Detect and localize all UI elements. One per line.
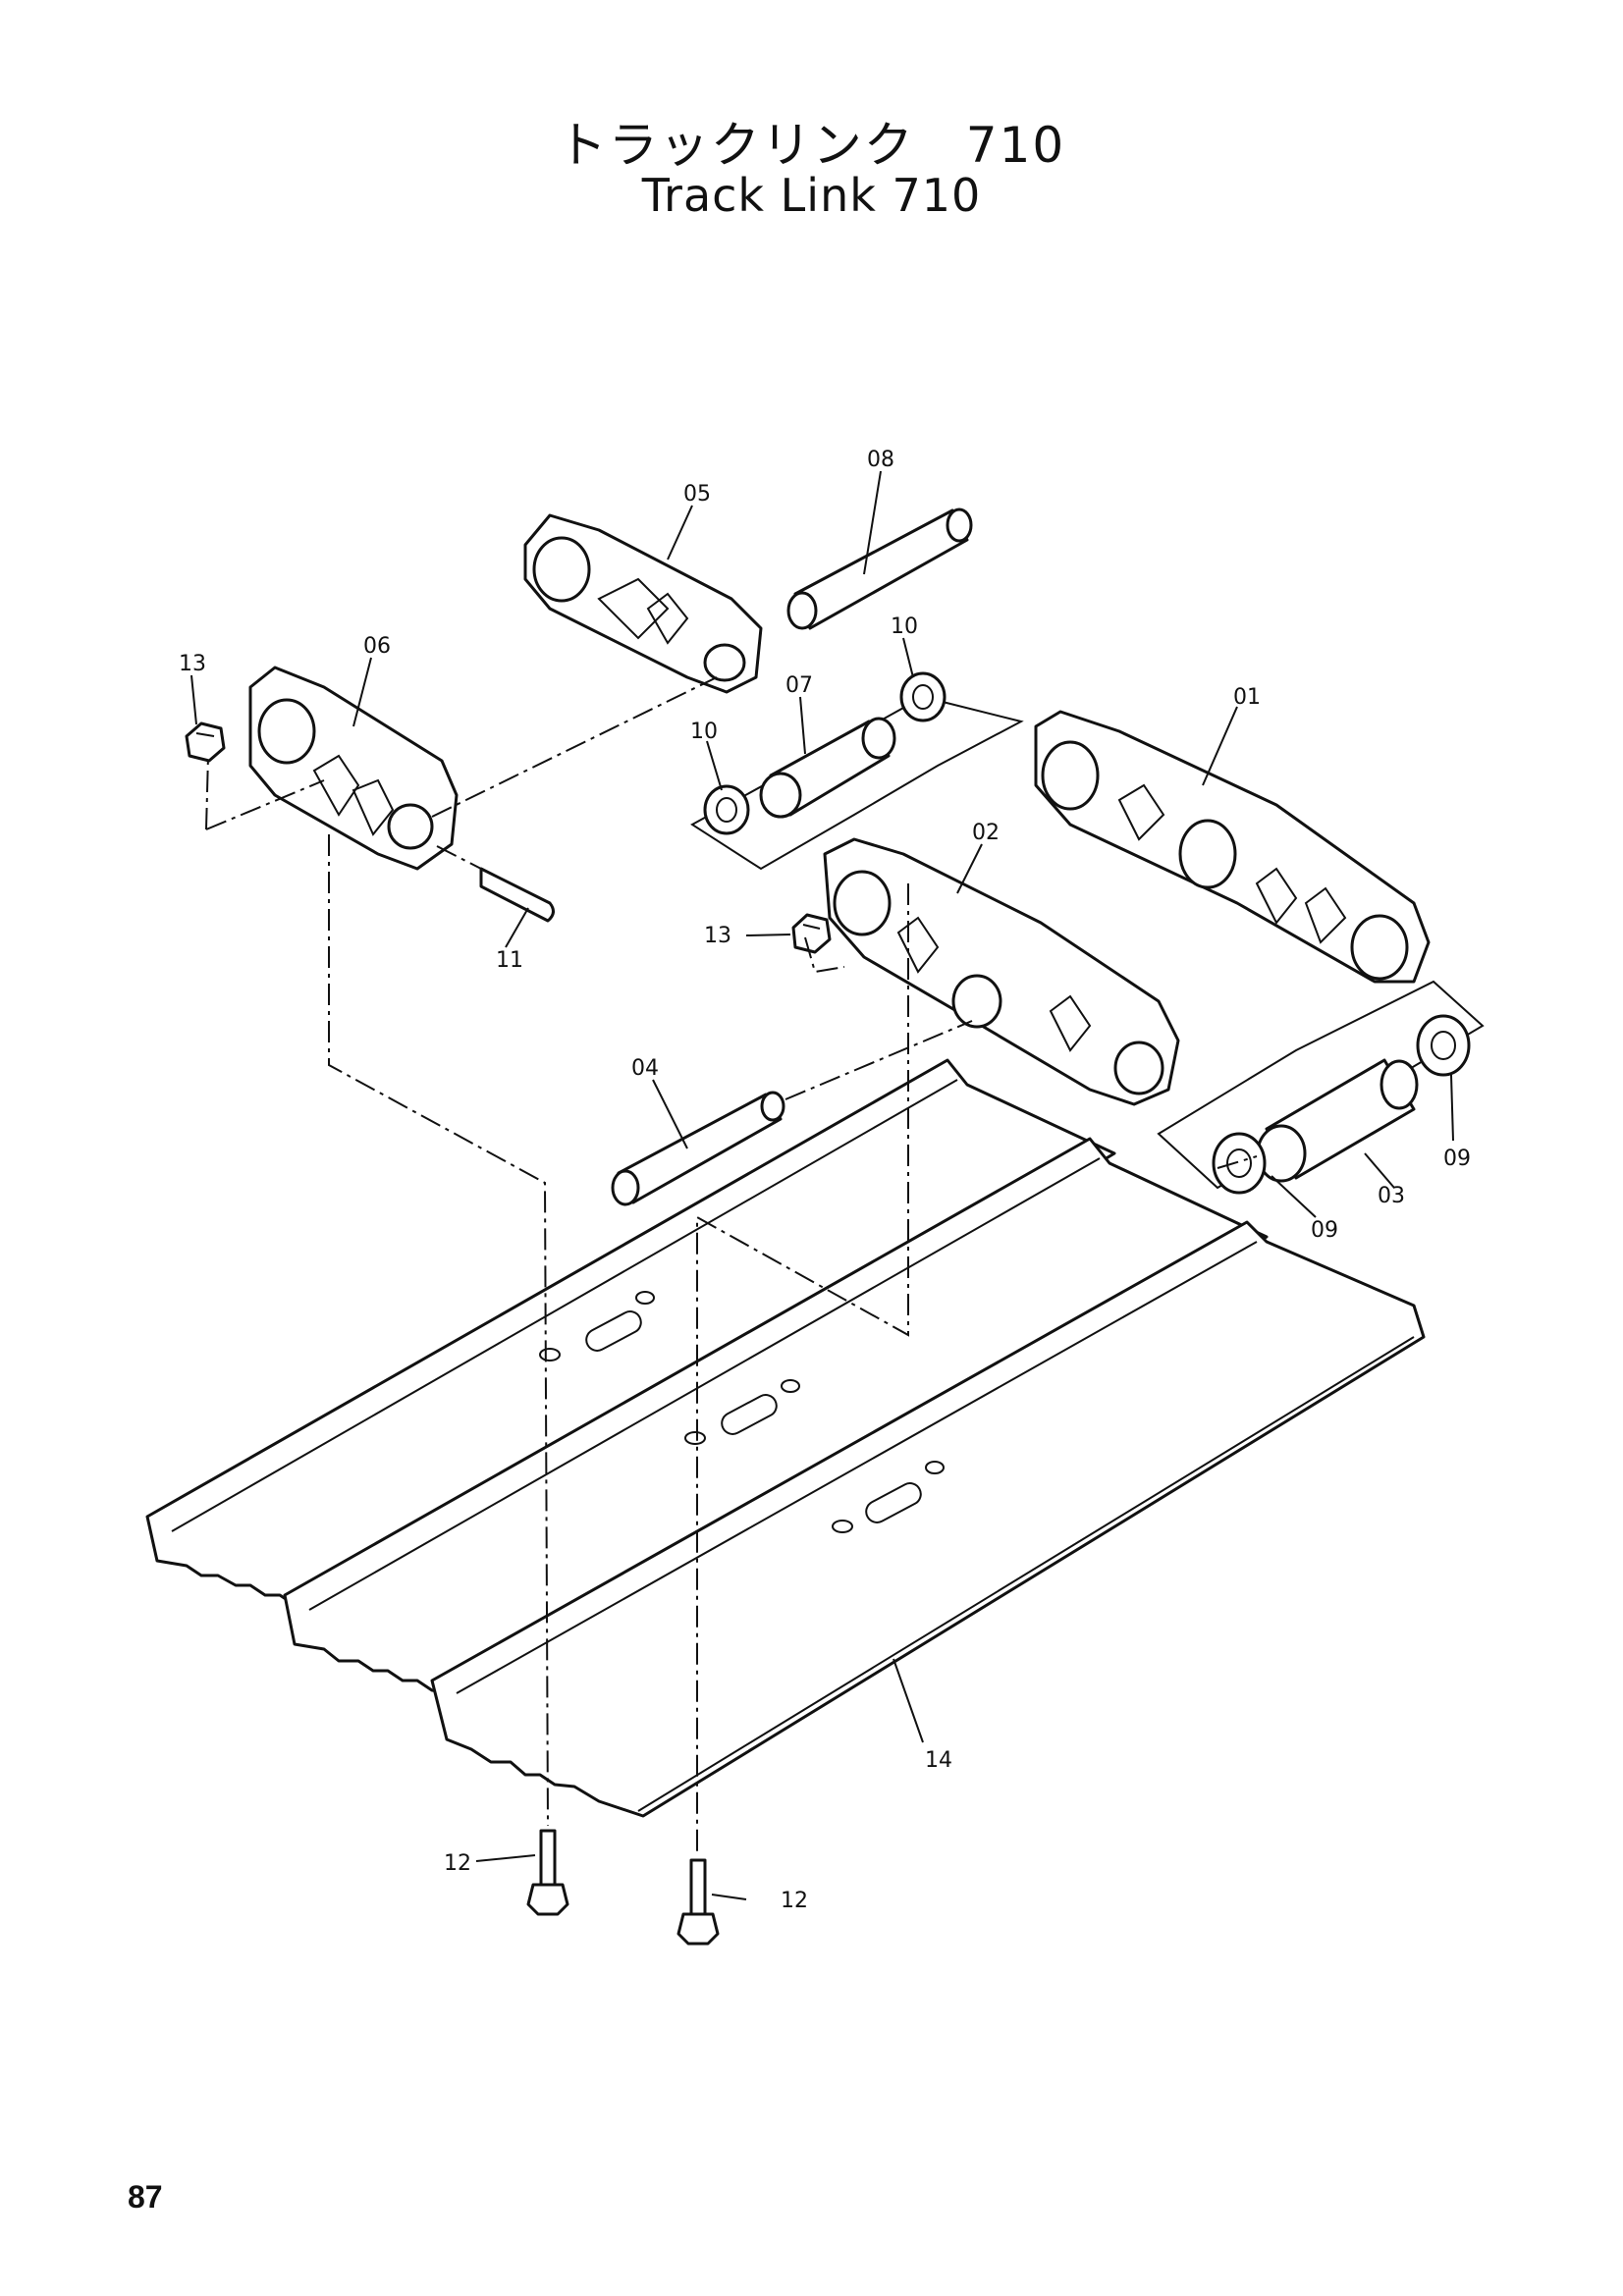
callout-09-right: 09	[1443, 1147, 1471, 1171]
callout-11: 11	[496, 948, 523, 973]
bushing-03-group	[1157, 980, 1485, 1195]
track-shoe-plates	[145, 1058, 1426, 1818]
callout-14: 14	[925, 1748, 952, 1773]
page-title-japanese: トラックリンク 710	[557, 117, 1066, 174]
callouts: 05 08 06 13 10 07 10 01 02 13 11 04 09 0…	[179, 448, 1471, 1913]
master-pin-11	[479, 867, 555, 923]
callout-04: 04	[631, 1056, 659, 1081]
pin-08	[786, 507, 973, 630]
bolt-12-left	[526, 1829, 569, 1916]
assembly-lines	[205, 676, 1258, 1855]
callout-08: 08	[867, 448, 894, 472]
link-01	[1034, 710, 1431, 984]
callout-10-top: 10	[891, 614, 918, 639]
callout-01: 01	[1233, 685, 1261, 710]
callout-13-left: 13	[179, 652, 206, 676]
page-number: 87	[128, 2179, 163, 2215]
nut-13-center	[791, 913, 832, 954]
callout-12-left: 12	[444, 1851, 471, 1876]
callout-06: 06	[363, 634, 391, 659]
callout-09-center: 09	[1311, 1218, 1338, 1243]
link-06	[248, 666, 459, 871]
link-02	[823, 837, 1180, 1106]
callout-05: 05	[683, 482, 711, 507]
page-title-english: Track Link 710	[641, 169, 982, 222]
callout-02: 02	[972, 821, 1000, 845]
bolt-12-right	[676, 1858, 720, 1946]
callout-03: 03	[1378, 1184, 1405, 1208]
pin-04	[611, 1091, 785, 1206]
callout-13-center: 13	[704, 924, 731, 948]
leader-lines	[190, 470, 1454, 1900]
link-05	[523, 513, 763, 694]
bushing-07-group	[690, 671, 1024, 871]
callout-07: 07	[785, 673, 813, 698]
callout-10-left: 10	[690, 720, 718, 744]
callout-12-right: 12	[781, 1889, 808, 1913]
nut-13-left	[185, 721, 226, 763]
